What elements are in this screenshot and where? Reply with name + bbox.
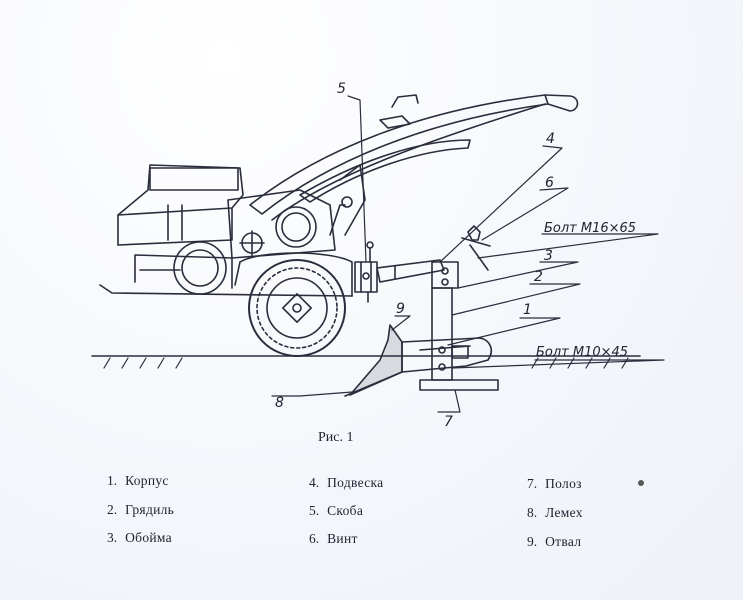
legend-item-7: 7.Полоз — [527, 476, 582, 491]
bolt-m10-label: Болт М10×45 — [536, 345, 628, 360]
legend-item-6: 6.Винт — [309, 531, 358, 546]
legend-item-5: 5.Скоба — [309, 503, 364, 518]
callout-1: 1 — [523, 302, 532, 318]
legend-item-9: 9.Отвал — [527, 534, 582, 549]
callout-6: 6 — [545, 175, 554, 191]
bolt-m16-label: Болт М16×65 — [544, 221, 636, 236]
callout-5: 5 — [337, 81, 346, 97]
callout-2: 2 — [534, 269, 543, 285]
legend-item-3: 3.Обойма — [107, 530, 172, 545]
callout-7: 7 — [444, 414, 453, 430]
plough-attachment — [344, 225, 499, 397]
legend-item-4: 4.Подвеска — [309, 475, 384, 490]
figure-caption: Рис. 1 — [318, 430, 354, 445]
walk-behind-tractor — [99, 94, 579, 357]
callout-9: 9 — [396, 301, 405, 317]
ink-spot — [638, 480, 644, 486]
callout-3: 3 — [544, 248, 553, 264]
leader-lines — [271, 95, 665, 413]
callout-4: 4 — [546, 131, 555, 147]
legend-item-8: 8.Лемех — [527, 505, 583, 520]
legend-item-2: 2.Грядиль — [107, 502, 175, 517]
callout-8: 8 — [275, 395, 284, 411]
legend-item-1: 1.Корпус — [107, 473, 169, 488]
